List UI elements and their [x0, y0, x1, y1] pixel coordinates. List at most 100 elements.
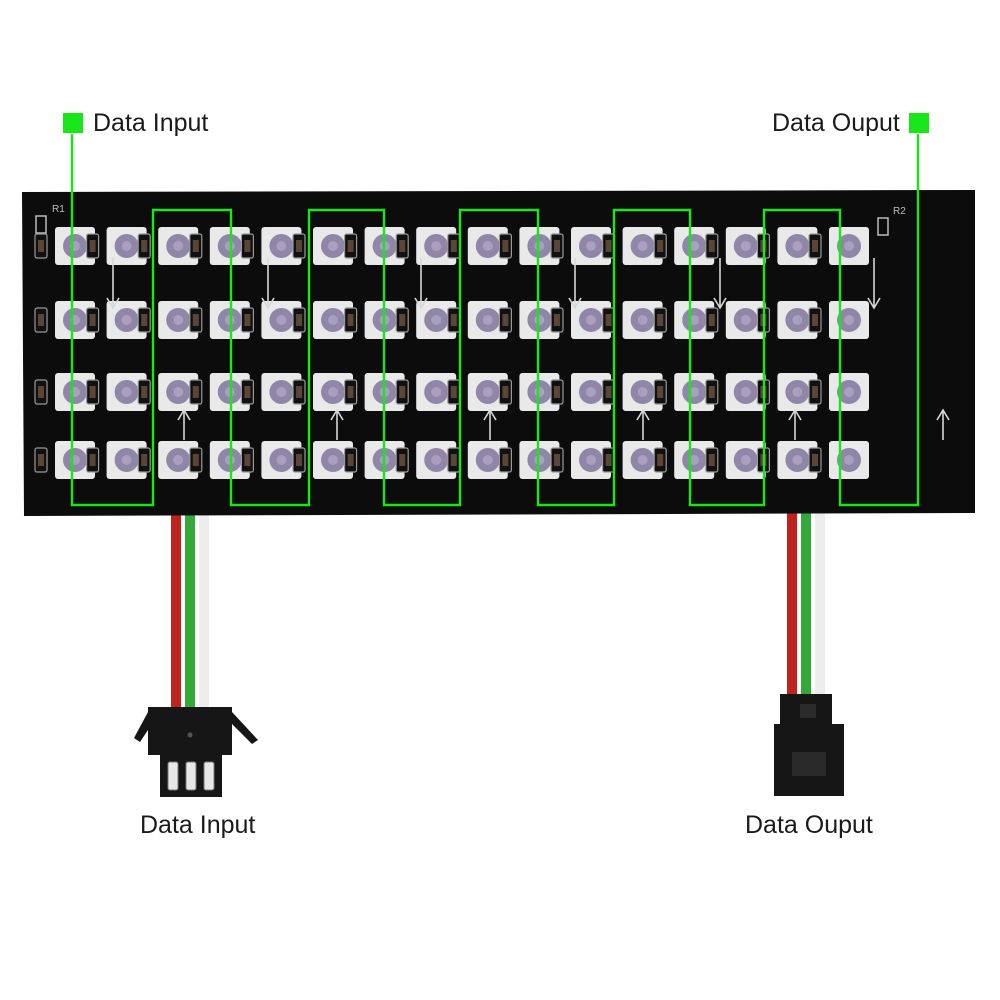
- led-r4-c6: [313, 441, 353, 479]
- cable-wires: [171, 510, 825, 710]
- capacitor: [240, 379, 254, 405]
- led-r2-c16: [829, 301, 869, 339]
- capacitor: [189, 307, 203, 333]
- led-r3-c2: [106, 373, 147, 411]
- led-r2-c5: [261, 301, 302, 339]
- led-r1-c13: [674, 227, 715, 265]
- led-r4-c13: [674, 441, 715, 479]
- led-r3-c10: [519, 373, 560, 411]
- led-r4-c12: [622, 441, 663, 479]
- capacitor: [498, 233, 512, 259]
- led-r1-c10: [519, 227, 560, 265]
- capacitor: [653, 379, 667, 405]
- capacitor: [498, 379, 512, 405]
- capacitor: [653, 307, 667, 333]
- markers: [63, 113, 929, 133]
- output-wire-2: [815, 510, 825, 700]
- jst-connector-icon-input: [134, 707, 258, 797]
- led-r1-c12: [622, 227, 663, 265]
- capacitor: [189, 447, 203, 473]
- capacitor: [705, 379, 719, 405]
- led-r2-c8: [416, 301, 457, 339]
- led-r2-c12: [622, 301, 663, 339]
- direction-arrow-icon-up-2: [483, 408, 497, 440]
- led-r3-c13: [674, 373, 715, 411]
- led-r3-c12: [622, 373, 663, 411]
- led-r4-c14: [725, 441, 766, 479]
- capacitor: [498, 447, 512, 473]
- direction-arrow-icon-down-3: [568, 258, 582, 310]
- led-r4-c3: [158, 441, 199, 479]
- led-r1-c11: [571, 227, 611, 265]
- direction-arrow-icon-down-4: [713, 258, 727, 310]
- capacitor: [240, 233, 254, 259]
- capacitor: [395, 447, 409, 473]
- led-matrix-board: [22, 190, 975, 516]
- led-r2-c3: [158, 301, 199, 339]
- capacitor: [395, 379, 409, 405]
- capacitor: [447, 233, 461, 259]
- direction-arrow-icon-up-0: [177, 408, 191, 440]
- capacitor: [292, 447, 306, 473]
- capacitor: [653, 447, 667, 473]
- capacitor: [447, 307, 461, 333]
- led-r3-c8: [416, 373, 457, 411]
- resistor-label-r1: R1: [52, 204, 65, 215]
- capacitor: [292, 307, 306, 333]
- output-wire-0: [787, 510, 797, 700]
- led-r1-c2: [106, 227, 147, 265]
- led-r2-c9: [467, 301, 508, 339]
- connectors: [134, 694, 844, 797]
- led-r2-c11: [571, 301, 611, 339]
- capacitor: [550, 379, 564, 405]
- capacitor: [344, 379, 358, 405]
- top-data-input-label: Data Input: [93, 109, 209, 137]
- capacitor: [85, 307, 100, 333]
- led-r3-c5: [261, 373, 302, 411]
- led-r4-c9: [467, 441, 508, 479]
- led-r1-c15: [777, 227, 818, 265]
- led-r1-c6: [313, 227, 353, 265]
- led-r4-c2: [106, 441, 147, 479]
- capacitor: [808, 379, 822, 405]
- led-r4-c8: [416, 441, 457, 479]
- direction-arrow-icon-up-4: [788, 408, 802, 440]
- bottom-data-output-label: Data Ouput: [745, 811, 873, 839]
- led-r3-c6: [313, 373, 353, 411]
- led-r4-c10: [519, 441, 560, 479]
- direction-arrow-icon-up-1: [330, 408, 344, 440]
- input-wire-0: [171, 510, 181, 710]
- green-square-marker-icon-input: [63, 113, 83, 133]
- capacitor: [85, 447, 100, 473]
- output-wire-1: [801, 510, 811, 700]
- led-r1-c16: [829, 227, 869, 265]
- led-r2-c6: [313, 301, 353, 339]
- direction-arrows: [106, 258, 950, 440]
- led-r3-c11: [571, 373, 611, 411]
- resistor-r2: [877, 217, 889, 236]
- top-data-output-label: Data Ouput: [772, 109, 900, 137]
- led-r4-c15: [777, 441, 818, 479]
- bottom-data-input-label: Data Input: [140, 811, 256, 839]
- led-r2-c2: [106, 301, 147, 339]
- capacitor: [395, 233, 409, 259]
- led-r1-c9: [467, 227, 508, 265]
- green-square-marker-icon-output: [909, 113, 929, 133]
- capacitor: [447, 447, 461, 473]
- led-grid: [34, 227, 869, 479]
- led-r3-c16: [829, 373, 869, 411]
- capacitor: [344, 447, 358, 473]
- direction-arrow-icon-up-3: [636, 408, 650, 440]
- capacitor: [137, 447, 151, 473]
- led-r2-c14: [725, 301, 766, 339]
- led-r3-c15: [777, 373, 818, 411]
- capacitor: [808, 233, 822, 259]
- capacitor: [447, 379, 461, 405]
- capacitor: [395, 307, 409, 333]
- capacitor: [292, 233, 306, 259]
- resistor-label-r2: R2: [893, 206, 906, 217]
- direction-arrow-icon-down-2: [414, 258, 428, 310]
- led-r1-c8: [416, 227, 457, 265]
- capacitor: [344, 307, 358, 333]
